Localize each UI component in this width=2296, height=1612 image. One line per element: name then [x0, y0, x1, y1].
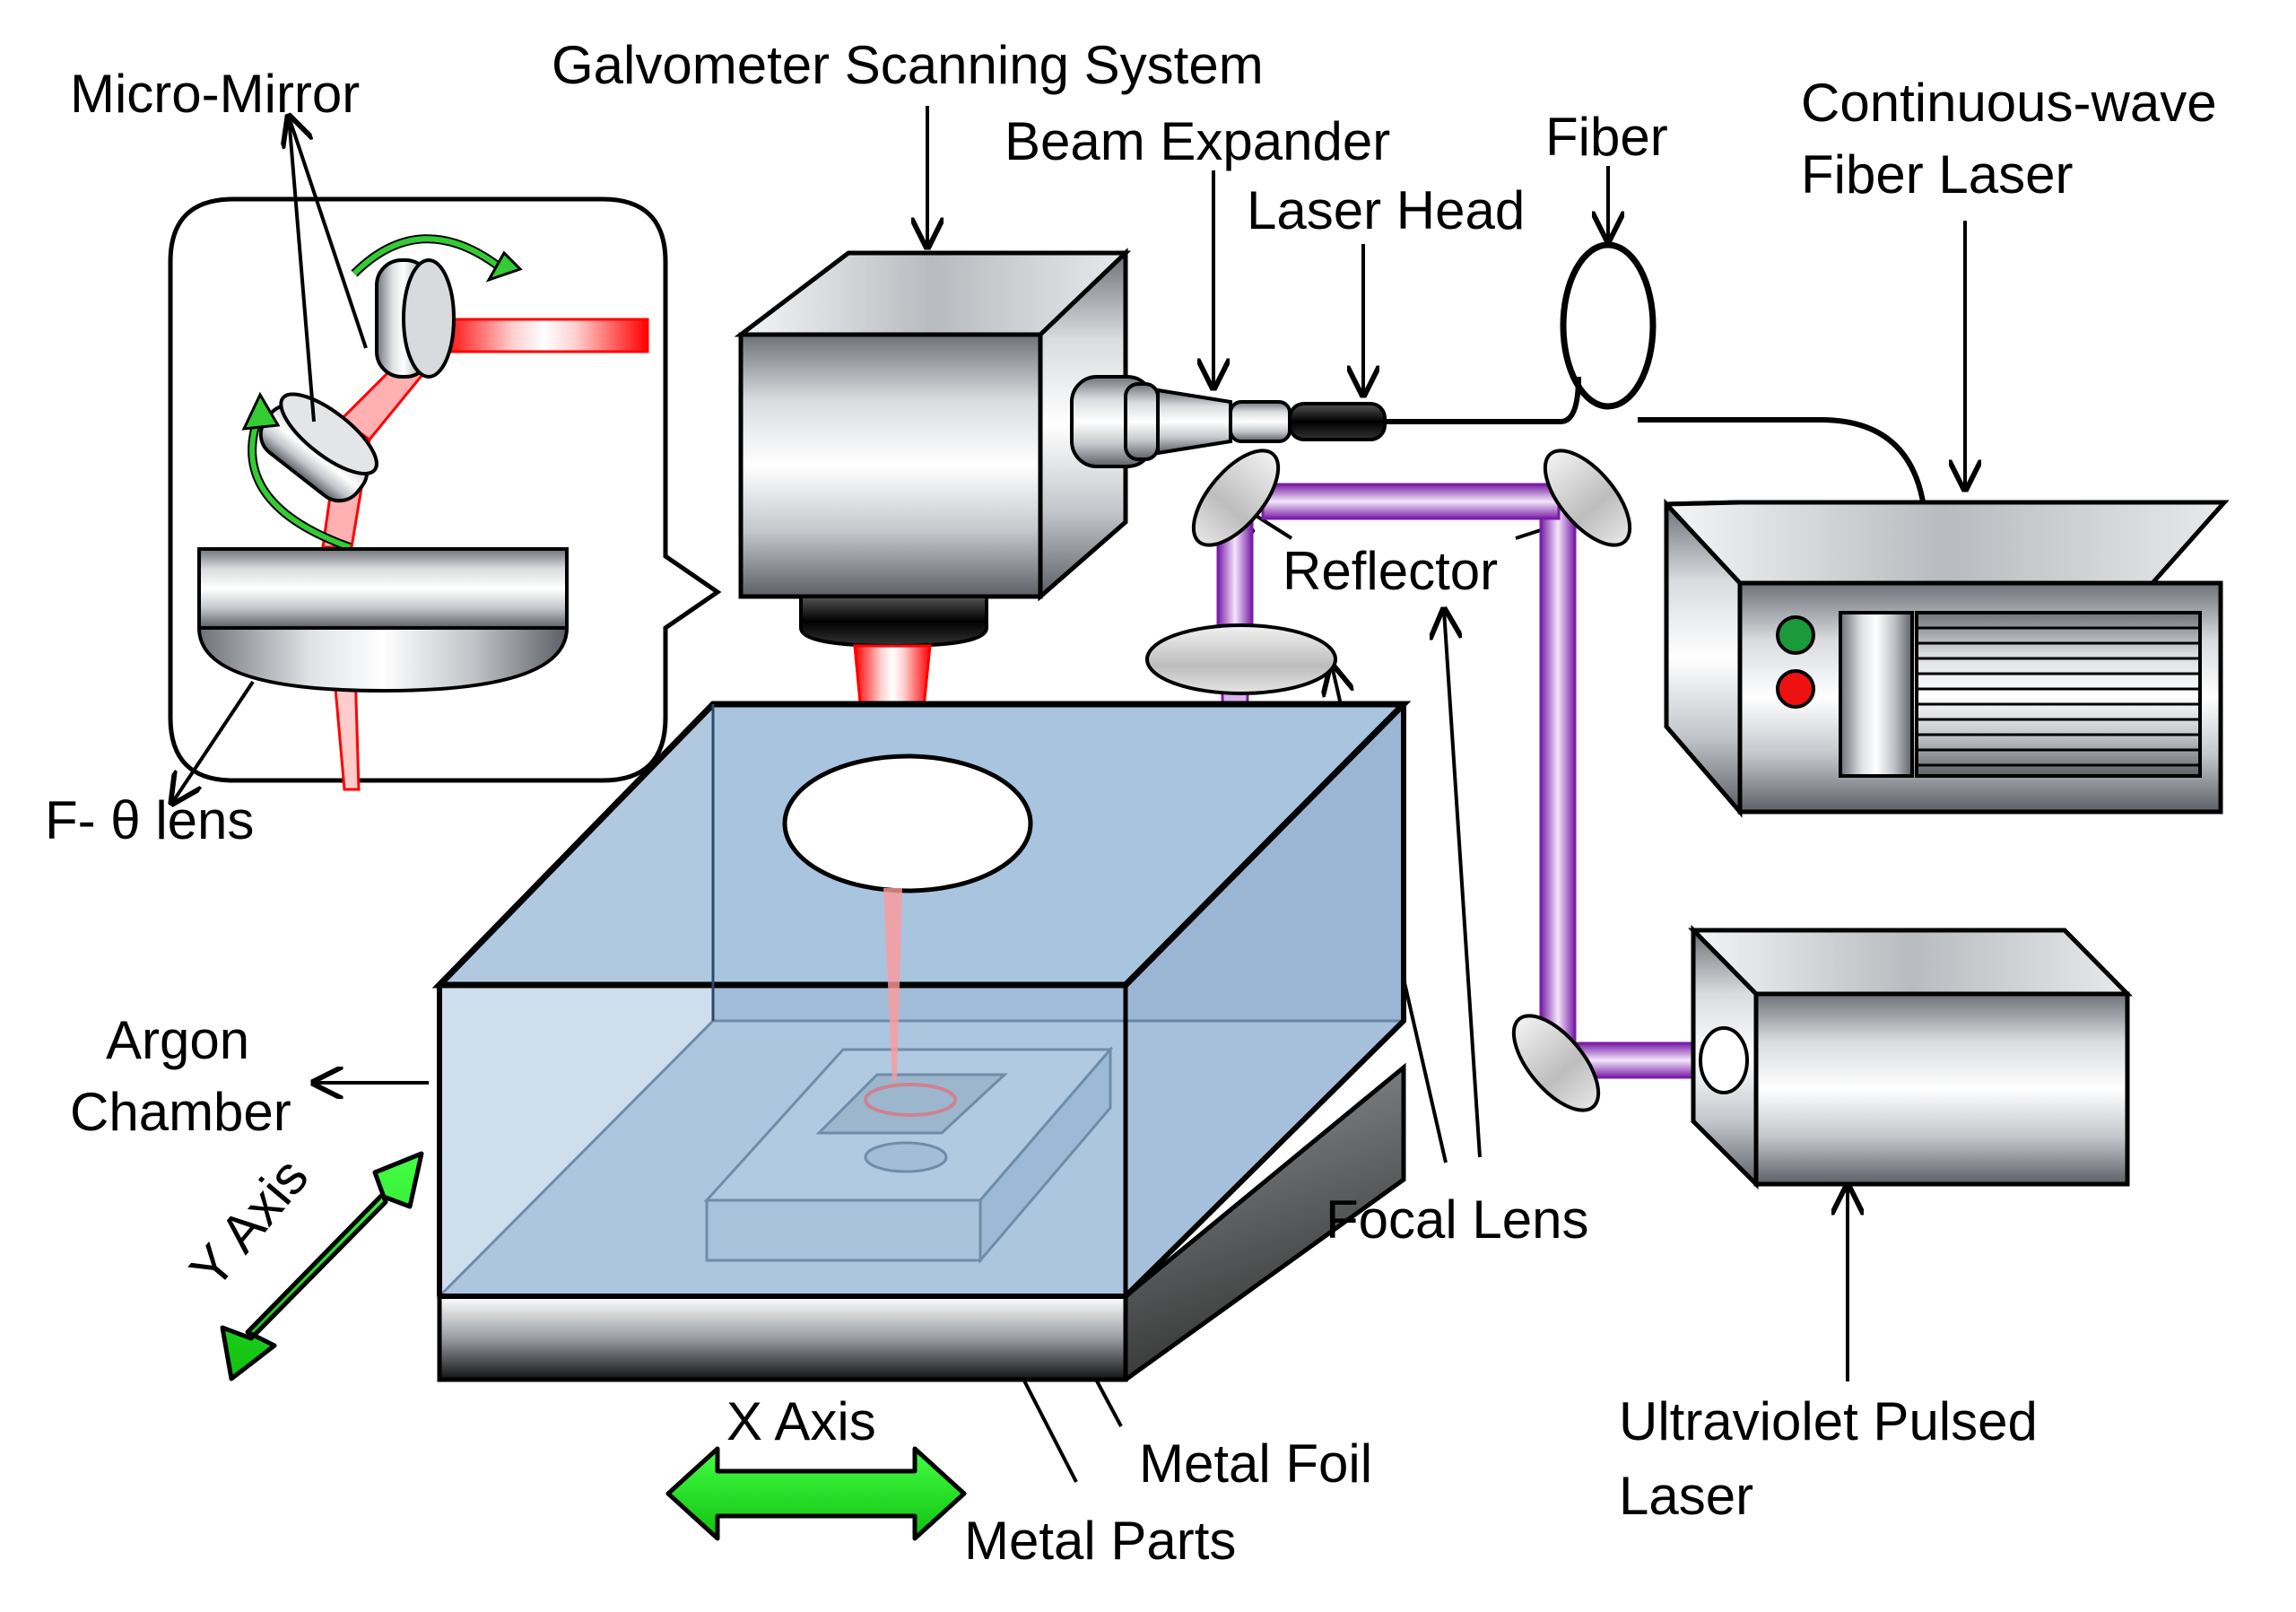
f-theta-pointer: [172, 680, 255, 803]
fiber-cable: [1386, 241, 1926, 508]
beam-expander: [1070, 375, 1292, 468]
f-theta-label: F- θ lens: [45, 790, 254, 850]
focal-lens-label: Focal Lens: [1326, 1189, 1589, 1250]
red-indicator: [1776, 669, 1815, 709]
y-axis-label: Y Axis: [178, 1146, 320, 1299]
focal-lens: [1145, 623, 1337, 695]
metal-foil-label: Metal Foil: [1139, 1433, 1372, 1494]
laser-head: [1288, 402, 1387, 441]
chamber-window: [782, 754, 1033, 893]
cooling-vent: [1915, 611, 2202, 778]
green-indicator: [1776, 615, 1815, 655]
fiber-beam-in-chamber: [883, 888, 902, 1081]
f-theta-lens: [196, 547, 570, 693]
beam-expander-label: Beam Expander: [1004, 111, 1390, 171]
reflector-lower: [1511, 1014, 1601, 1112]
uv-laser-label-line1: Ultraviolet Pulsed: [1619, 1391, 2038, 1451]
x-axis-label: X Axis: [726, 1391, 876, 1451]
fiber-label: Fiber: [1545, 107, 1668, 167]
upper-micro-mirror: [375, 258, 456, 379]
reflector-upper-left: [1191, 449, 1281, 547]
uv-pulsed-laser: [1688, 924, 2133, 1190]
argon-label-line1: Argon: [106, 1010, 249, 1070]
galvo-scanner: [734, 248, 1132, 649]
x-axis-arrow: [665, 1446, 967, 1541]
argon-chamber: [431, 701, 1412, 1382]
micro-mirror-pointer-a: [289, 117, 368, 349]
cw-laser-label-line1: Continuous-wave: [1801, 73, 2217, 133]
y-axis-arrow: [220, 1151, 424, 1381]
argon-label-line2: Chamber: [70, 1082, 291, 1142]
micro-mirror-pointer-b: [287, 116, 316, 423]
reflector-upper-right: [1543, 449, 1632, 547]
uv-laser-aperture: [1699, 1026, 1749, 1094]
inset-detail: [168, 196, 722, 791]
metal-parts-label: Metal Parts: [964, 1511, 1236, 1571]
focal-lens-pointer-a: [1444, 610, 1482, 1158]
uv-laser-label-line2: Laser: [1619, 1466, 1753, 1526]
galvo-label: Galvometer Scanning System: [552, 35, 1264, 95]
micro-mirror-label: Micro-Mirror: [70, 64, 360, 124]
reflector-label: Reflector: [1283, 541, 1498, 601]
labels: Micro-Mirror Galvometer Scanning System …: [45, 35, 2217, 1571]
cw-laser-label-line2: Fiber Laser: [1801, 144, 2073, 205]
cw-fiber-laser: [1664, 498, 2230, 818]
laser-head-label: Laser Head: [1247, 180, 1525, 240]
